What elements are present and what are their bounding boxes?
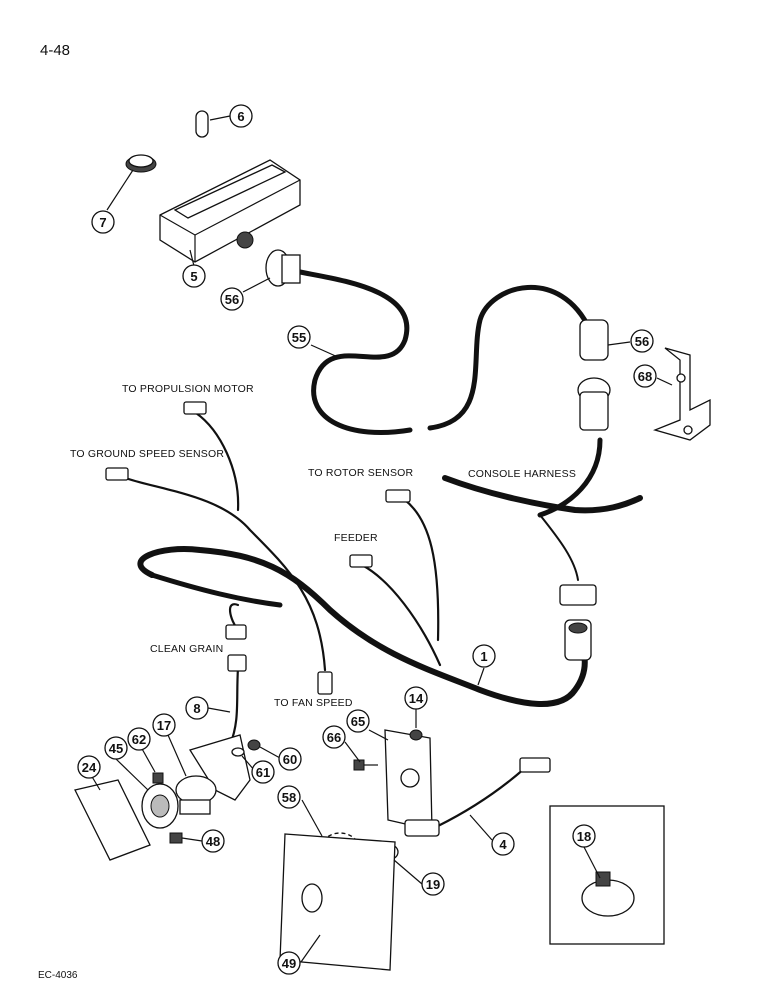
plug-fan-speed bbox=[317, 671, 333, 695]
svg-text:49: 49 bbox=[282, 956, 296, 971]
part-bracket-65 bbox=[384, 729, 433, 831]
callout-68: 68 bbox=[633, 364, 657, 388]
plug-ground-speed bbox=[105, 467, 129, 481]
label-feeder: FEEDER bbox=[334, 532, 378, 544]
part-bulb-6 bbox=[195, 110, 209, 138]
callout-56-upper: 56 bbox=[220, 287, 244, 311]
label-console-harness: CONSOLE HARNESS bbox=[468, 468, 576, 480]
callout-55: 55 bbox=[287, 325, 311, 349]
callout-49: 49 bbox=[277, 951, 301, 975]
svg-text:45: 45 bbox=[109, 741, 123, 756]
plug-rotor-sensor bbox=[385, 489, 411, 503]
figure-code: EC-4036 bbox=[38, 970, 78, 981]
part-hub-45 bbox=[141, 783, 179, 829]
plug-propulsion-motor bbox=[183, 401, 207, 415]
callout-56-right: 56 bbox=[630, 329, 654, 353]
svg-text:62: 62 bbox=[132, 732, 146, 747]
plug-clean-grain bbox=[225, 624, 247, 672]
svg-text:48: 48 bbox=[206, 834, 220, 849]
label-clean-grain: CLEAN GRAIN bbox=[150, 643, 223, 655]
callout-8: 8 bbox=[185, 696, 209, 720]
label-fan-speed: TO FAN SPEED bbox=[274, 697, 353, 709]
console-harness bbox=[442, 437, 643, 581]
callout-1: 1 bbox=[472, 644, 496, 668]
svg-text:65: 65 bbox=[351, 714, 365, 729]
label-ground-speed-sensor: TO GROUND SPEED SENSOR bbox=[70, 448, 224, 460]
svg-text:7: 7 bbox=[99, 215, 106, 230]
svg-text:68: 68 bbox=[638, 369, 652, 384]
callout-45: 45 bbox=[104, 736, 128, 760]
svg-text:58: 58 bbox=[282, 790, 296, 805]
svg-text:19: 19 bbox=[426, 877, 440, 892]
part-setscrew-62 bbox=[152, 772, 164, 784]
main-harness-1 bbox=[137, 546, 588, 707]
svg-text:56: 56 bbox=[225, 292, 239, 307]
svg-text:1: 1 bbox=[480, 649, 487, 664]
callout-48: 48 bbox=[201, 829, 225, 853]
part-module-5 bbox=[159, 159, 301, 263]
callout-18: 18 bbox=[572, 824, 596, 848]
callout-4: 4 bbox=[491, 832, 515, 856]
part-grommet-7 bbox=[125, 154, 157, 173]
part-plate-24 bbox=[74, 779, 151, 861]
svg-text:5: 5 bbox=[190, 269, 197, 284]
part-connector-56-upper bbox=[265, 249, 301, 287]
part-cover-49 bbox=[279, 833, 396, 971]
svg-text:24: 24 bbox=[82, 760, 97, 775]
plug-feeder bbox=[349, 554, 373, 568]
svg-text:18: 18 bbox=[577, 829, 591, 844]
label-rotor-sensor: TO ROTOR SENSOR bbox=[308, 467, 414, 479]
part-screw-48 bbox=[169, 832, 183, 844]
callout-7: 7 bbox=[91, 210, 115, 234]
svg-text:17: 17 bbox=[157, 718, 171, 733]
part-bracket-68 bbox=[652, 347, 711, 441]
svg-text:55: 55 bbox=[292, 330, 306, 345]
part-sensor-4 bbox=[404, 757, 551, 837]
svg-text:4: 4 bbox=[499, 837, 507, 852]
part-nut-14 bbox=[409, 729, 423, 741]
branch-wires bbox=[120, 411, 527, 828]
callout-14: 14 bbox=[404, 686, 428, 710]
callout-24: 24 bbox=[77, 755, 101, 779]
callout-6: 6 bbox=[229, 104, 253, 128]
part-nut-60 bbox=[247, 739, 261, 751]
callout-17: 17 bbox=[152, 713, 176, 737]
callout-60: 60 bbox=[278, 747, 302, 771]
svg-text:6: 6 bbox=[237, 109, 244, 124]
callout-62: 62 bbox=[127, 727, 151, 751]
page-number: 4-48 bbox=[40, 42, 70, 59]
callout-66: 66 bbox=[322, 725, 346, 749]
svg-text:66: 66 bbox=[327, 730, 341, 745]
part-sensor-17 bbox=[175, 775, 217, 815]
svg-text:56: 56 bbox=[635, 334, 649, 349]
svg-text:8: 8 bbox=[193, 701, 200, 716]
svg-text:61: 61 bbox=[256, 765, 270, 780]
svg-text:14: 14 bbox=[409, 691, 424, 706]
svg-text:60: 60 bbox=[283, 752, 297, 767]
part-clamp-18 bbox=[581, 871, 635, 917]
part-bolt-66 bbox=[353, 759, 378, 771]
part-connector-56-right bbox=[577, 319, 611, 431]
part-washer-61 bbox=[231, 747, 245, 757]
part-connector-lower bbox=[559, 584, 597, 661]
callout-58: 58 bbox=[277, 785, 301, 809]
label-propulsion-motor: TO PROPULSION MOTOR bbox=[122, 383, 254, 395]
wire-harness-55 bbox=[297, 269, 593, 436]
callout-61: 61 bbox=[251, 760, 275, 784]
callout-19: 19 bbox=[421, 872, 445, 896]
callout-5: 5 bbox=[182, 264, 206, 288]
callout-65: 65 bbox=[346, 709, 370, 733]
callout-leaders bbox=[90, 115, 673, 963]
